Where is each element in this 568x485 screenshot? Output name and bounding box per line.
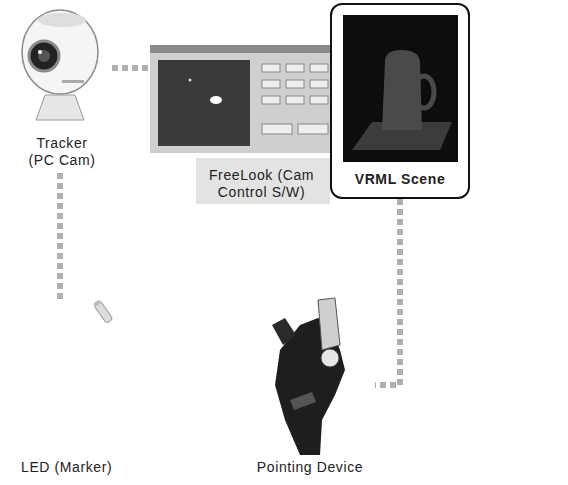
led-picture	[93, 299, 113, 323]
pointing-device-picture	[272, 298, 345, 455]
node-label: LED (Marker)	[21, 459, 112, 476]
scene-node: VRML Scene	[330, 3, 470, 199]
vrml-screen	[331, 4, 469, 198]
dotted-connector	[57, 173, 63, 300]
node-label: VRML Scene	[355, 171, 446, 188]
marker-node: LED (Marker)	[15, 300, 125, 480]
node-label: FreeLook (Cam Control S/W)	[199, 167, 324, 201]
device-node: Pointing Device	[245, 295, 375, 480]
software-node: FreeLook (Cam Control S/W)	[150, 45, 330, 205]
node-label: Tracker (PC Cam)	[26, 135, 98, 169]
camera-picture	[22, 10, 98, 120]
camera-node: Tracker (PC Cam)	[12, 8, 112, 173]
dotted-connector	[375, 199, 400, 385]
node-label: Pointing Device	[257, 459, 363, 476]
dotted-connector	[112, 65, 150, 71]
